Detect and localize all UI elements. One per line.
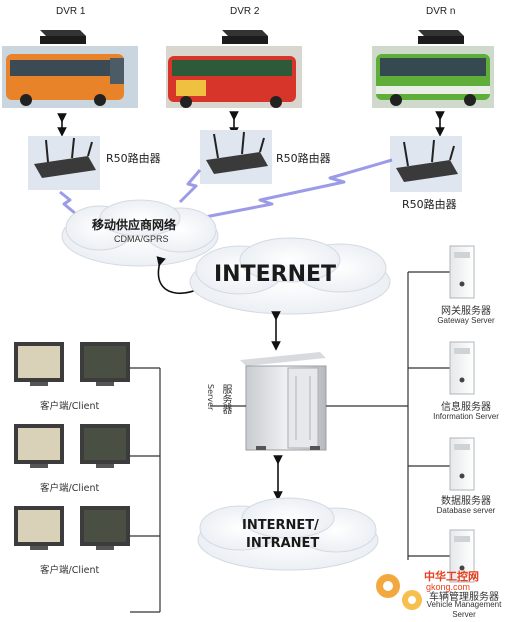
server-bus <box>326 271 450 560</box>
bus-1 <box>2 46 138 108</box>
vehicle-server-name-en: Vehicle Management Server <box>426 600 502 619</box>
mobile-cloud-subtitle: CDMA/GPRS <box>114 234 169 244</box>
database-server-name-en: Database server <box>436 506 496 515</box>
central-server-label-cn: 服务器 <box>220 384 231 414</box>
gateway-server-tower <box>449 245 475 299</box>
client-workstation-1 <box>14 342 130 386</box>
dvr-n-label: DVR n <box>426 6 456 17</box>
intranet-cloud-line2: INTRANET <box>246 536 320 551</box>
mobile-cloud-title: 移动供应商网络 <box>92 218 177 232</box>
watermark-gear-icon <box>376 574 422 610</box>
wireless-link-2 <box>178 169 202 204</box>
dvr-device-2 <box>222 30 268 44</box>
database-server-name-cn: 数据服务器 <box>441 496 491 507</box>
router-2-label: R50路由器 <box>276 152 331 165</box>
vehicle-management-server-tower <box>449 529 475 583</box>
gateway-server-name-en: Gateway Server <box>437 316 495 325</box>
information-server-tower <box>449 341 475 395</box>
dvr-1-label: DVR 1 <box>56 6 86 17</box>
database-server-tower <box>449 437 475 491</box>
wireless-link-3 <box>199 158 393 220</box>
intranet-cloud-line1: INTERNET/ <box>242 518 319 533</box>
dvr-device-1 <box>40 30 86 44</box>
client-1-label: 客户端/Client <box>40 401 100 412</box>
information-server-name-cn: 信息服务器 <box>441 402 491 413</box>
bus-2 <box>166 46 302 108</box>
client-workstation-2 <box>14 424 130 468</box>
central-server-label-en: Server <box>206 384 215 411</box>
client-3-label: 客户端/Client <box>40 565 100 576</box>
vehicle-server-name-cn: 车辆管理服务器 <box>429 592 499 603</box>
router-3-label: R50路由器 <box>402 198 457 211</box>
bus-3 <box>372 46 494 108</box>
router-3 <box>390 136 462 192</box>
central-server <box>240 352 327 451</box>
intranet-cloud <box>197 497 379 571</box>
mobile-provider-cloud <box>61 199 219 267</box>
client-2-label: 客户端/Client <box>40 483 100 494</box>
client-workstation-3 <box>14 506 130 550</box>
router-2 <box>200 130 272 184</box>
dvr-2-label: DVR 2 <box>230 6 260 17</box>
router-1-label: R50路由器 <box>106 152 161 165</box>
information-server-name-en: Information Server <box>433 412 499 421</box>
watermark-line2: gkong.com <box>426 582 471 592</box>
wireless-link-1 <box>59 190 77 216</box>
internet-cloud-title: INTERNET <box>214 262 337 287</box>
watermark-line1: 中华工控网 <box>424 570 479 583</box>
internet-cloud <box>189 237 391 315</box>
client-bus <box>130 367 246 613</box>
gateway-server-name-cn: 网关服务器 <box>441 306 491 317</box>
dvr-device-n <box>418 30 464 44</box>
router-1 <box>28 136 100 190</box>
